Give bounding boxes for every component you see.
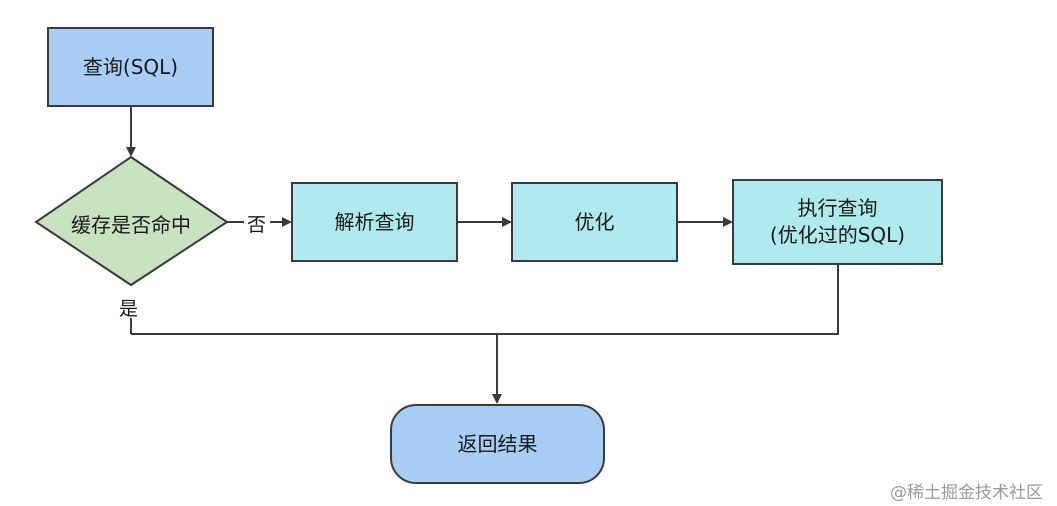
optimize-label: 优化 xyxy=(574,209,615,234)
query-sql-node: 查询(SQL) xyxy=(47,27,214,107)
parse-node: 解析查询 xyxy=(291,182,458,262)
cache-check-label: 缓存是否命中 xyxy=(71,213,191,237)
execute-node: 执行查询 (优化过的SQL) xyxy=(732,179,943,265)
edge-merge-line xyxy=(131,265,839,335)
optimize-node: 优化 xyxy=(511,182,678,262)
cache-check-diamond xyxy=(34,155,229,287)
parse-label: 解析查询 xyxy=(334,209,415,234)
execute-label-line2: (优化过的SQL) xyxy=(769,223,906,247)
return-label: 返回结果 xyxy=(457,431,538,456)
execute-label-line1: 执行查询 xyxy=(797,196,878,220)
return-node: 返回结果 xyxy=(390,404,605,484)
yes-edge-label: 是 xyxy=(119,298,139,320)
query-sql-label: 查询(SQL) xyxy=(82,54,179,79)
no-edge-label: 否 xyxy=(247,214,267,236)
watermark: @稀土掘金技术社区 xyxy=(890,483,1043,503)
